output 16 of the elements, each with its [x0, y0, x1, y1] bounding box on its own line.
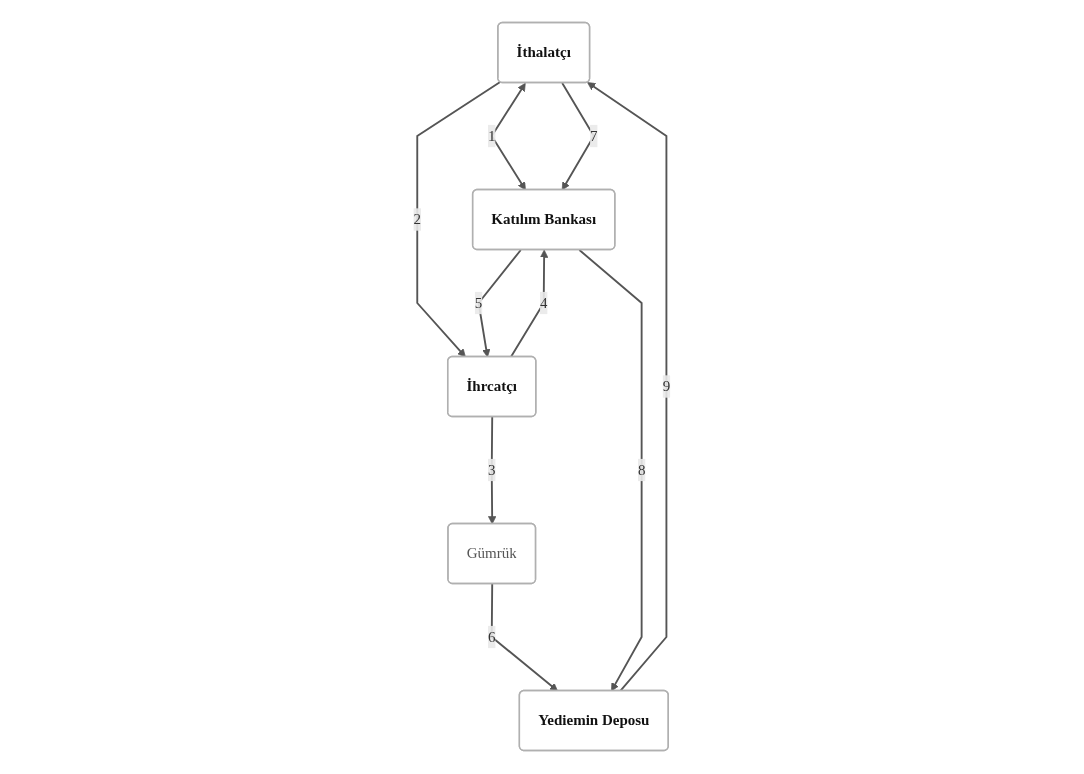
edge-label: 4: [540, 295, 548, 311]
arrow: [490, 583, 559, 692]
arrow: [488, 416, 497, 525]
edge-label: 5: [475, 295, 483, 311]
arrow: [490, 83, 527, 191]
edge-label: 6: [488, 629, 496, 645]
edge-label: 7: [590, 128, 598, 145]
arrow: [561, 82, 596, 191]
edge-label: 8: [638, 462, 646, 478]
edge-label: 9: [662, 378, 671, 395]
edge-label: 3: [488, 462, 496, 478]
edge-label: 1: [488, 128, 496, 145]
arrow: [578, 249, 643, 692]
arrow: [477, 249, 522, 358]
edge-label: 2: [413, 211, 422, 228]
arrow: [416, 81, 502, 358]
